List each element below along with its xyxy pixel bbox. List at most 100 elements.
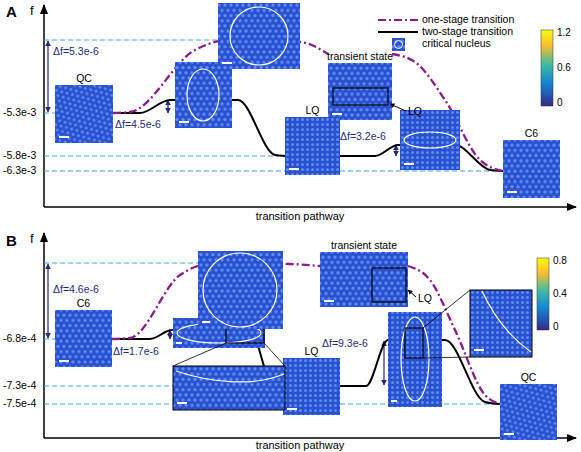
nucleus-snapshot [175,62,232,128]
legend-sample [378,31,418,33]
scale-bar [404,163,414,165]
scale-bar [176,342,182,344]
scale-bar [474,349,484,351]
nucleus-snapshot [173,318,285,410]
state-label: QC [55,71,113,85]
scale-bar [504,433,514,435]
transition-curve [392,54,503,171]
barrier-arrows [48,41,396,156]
snapshot-image [328,63,392,120]
value-label: transition pathway [256,440,345,451]
snapshot-image [388,312,442,407]
nucleus-snapshot [218,3,300,69]
callout-box [226,321,264,343]
nucleus-outline [404,132,456,148]
level-line [44,404,500,405]
y-axis [43,5,45,207]
value-label: 0.4 [553,289,567,299]
state-snapshot: QC [500,370,557,440]
value-label: -6.3e-3 [3,165,36,176]
value-label: Δf=3.2e-6 [340,131,386,142]
scale-bar [391,400,397,402]
snapshot-image [503,140,560,198]
level-line [44,263,198,264]
scale-bar [287,408,297,410]
transition-curve [113,100,285,156]
snapshot-image [500,384,557,440]
legend-text: two-stage transition [422,26,513,37]
scale-bar [59,136,69,138]
level-line [44,171,503,172]
transition-curve [408,266,500,404]
nucleus-outline [187,69,219,121]
transition-curve [113,40,328,113]
state-snapshot: LQ [285,103,340,175]
level-lines [44,263,500,404]
value-label: 1.2 [557,28,571,38]
legend-text: critical nucleus [422,38,491,49]
barrier-arrow [383,341,384,385]
axis-label: A [6,4,17,19]
scale-bar [202,321,210,323]
leader-line [390,104,406,111]
value-label: -7.3e-4 [3,380,36,391]
state-snapshot: C6 [55,296,112,367]
snapshot-image [198,251,283,329]
nucleus-snapshot [198,251,283,329]
transition-curve [340,340,500,404]
state-snapshot: transient state [328,49,392,120]
axis-label: B [6,233,17,248]
snapshot-image [55,85,113,143]
state-label: C6 [503,126,560,140]
legend-sample [378,19,418,21]
lattice-fill [328,63,392,120]
lattice-fill [500,384,557,440]
lattice-fill [320,252,408,307]
level-line [44,113,55,114]
state-label: QC [500,370,557,384]
value-label: LQ [408,106,422,117]
nucleus-snapshot [400,110,460,170]
barrier-arrow [167,100,168,113]
snapshot-image [285,117,340,175]
value-label: LQ [418,293,432,304]
axis-label: f [30,4,34,17]
lattice-fill [55,85,113,143]
value-label: -5.3e-3 [3,107,36,118]
lattice-fill [503,140,560,198]
zoom-line [264,343,285,366]
axis-label: f [30,232,34,245]
barrier-arrow [47,264,48,338]
lattice-fill [55,310,112,367]
state-snapshot: C6 [503,126,560,198]
scale-bar [507,191,517,193]
colorbar [537,258,549,330]
value-label: -7.5e-4 [3,398,36,409]
zoom-inset [173,366,285,410]
nucleus-outline [230,7,288,65]
zoom-inset [470,290,532,357]
legend-text: one-stage transition [422,14,514,25]
state-label: transient state [328,49,392,63]
value-label: Δf=9.3e-6 [322,338,368,349]
value-label: Δf=4.6e-6 [53,284,99,295]
scale-bar [222,62,232,64]
leader-line [408,290,416,297]
scale-bar [289,168,299,170]
colorbar [541,30,553,106]
scale-bar [59,360,69,362]
nucleus-outline [482,291,531,352]
transition-curve [112,330,283,386]
state-snapshot: LQ [283,344,340,415]
state-label: C6 [55,296,112,310]
value-label: 0.8 [553,256,567,266]
value-label: 0 [557,98,563,108]
scale-bar [332,113,342,115]
value-label: Δf=1.7e-6 [113,346,159,357]
value-label: 0 [553,322,559,332]
nucleus-outline [401,317,429,401]
state-snapshot: QC [55,71,113,143]
value-label: -6.8e-4 [3,333,36,344]
zoom-line [173,343,226,366]
